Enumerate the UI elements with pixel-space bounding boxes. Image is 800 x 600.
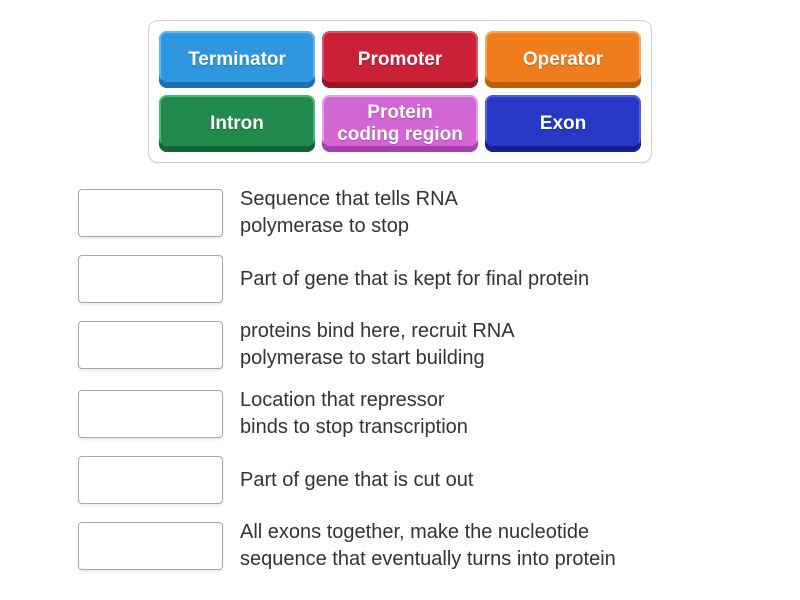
- match-row: proteins bind here, recruit RNA polymera…: [78, 318, 616, 372]
- term-tile-label: Terminator: [188, 48, 286, 70]
- term-tile-terminator[interactable]: Terminator: [159, 31, 315, 88]
- term-tile-label: Promoter: [357, 48, 443, 70]
- clue-text: Sequence that tells RNA polymerase to st…: [240, 188, 458, 237]
- answer-drop-box-1[interactable]: [78, 189, 223, 237]
- match-row: Sequence that tells RNA polymerase to st…: [78, 186, 616, 240]
- answer-drop-box-3[interactable]: [78, 321, 223, 369]
- match-row: Part of gene that is kept for final prot…: [78, 255, 616, 303]
- term-tile-operator[interactable]: Operator: [485, 31, 641, 88]
- answer-drop-box-4[interactable]: [78, 390, 223, 438]
- match-row: All exons together, make the nucleotide …: [78, 519, 616, 573]
- term-tile-exon[interactable]: Exon: [485, 95, 641, 152]
- answer-drop-box-6[interactable]: [78, 522, 223, 570]
- clue-text: Part of gene that is kept for final prot…: [240, 267, 590, 290]
- answer-drop-box-2[interactable]: [78, 255, 223, 303]
- match-row: Part of gene that is cut out: [78, 456, 616, 504]
- match-list: Sequence that tells RNA polymerase to st…: [78, 186, 616, 573]
- clue-text: All exons together, make the nucleotide …: [240, 521, 616, 570]
- clue-text: proteins bind here, recruit RNA polymera…: [240, 320, 515, 369]
- clue-text: Part of gene that is cut out: [240, 468, 474, 491]
- clue-text: Location that repressor binds to stop tr…: [240, 389, 468, 438]
- term-tile-protein-coding-region[interactable]: Protein coding region: [322, 95, 478, 152]
- answer-drop-box-5[interactable]: [78, 456, 223, 504]
- term-tile-intron[interactable]: Intron: [159, 95, 315, 152]
- term-tile-label: Protein coding region: [337, 101, 463, 145]
- term-tile-label: Intron: [210, 112, 264, 134]
- term-tile-promoter[interactable]: Promoter: [322, 31, 478, 88]
- term-tile-label: Operator: [522, 48, 604, 70]
- term-tile-label: Exon: [539, 112, 587, 134]
- match-row: Location that repressor binds to stop tr…: [78, 387, 616, 441]
